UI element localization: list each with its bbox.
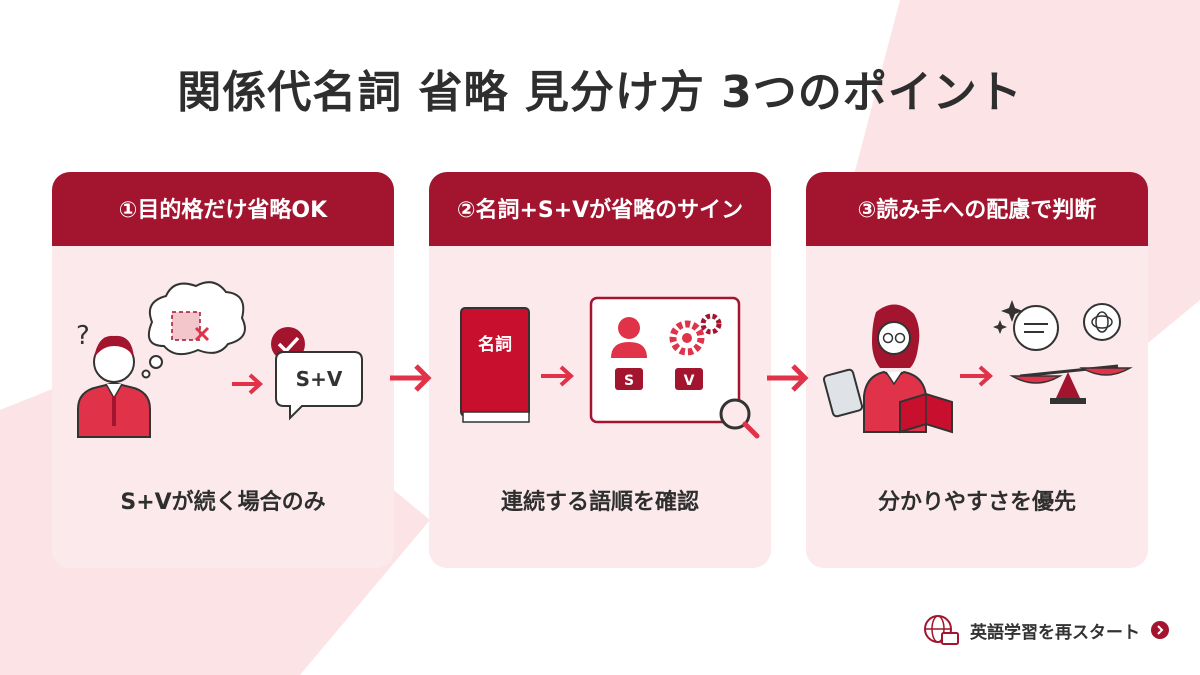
- globe-icon: [924, 615, 959, 645]
- sparkle-icon: [993, 300, 1023, 334]
- brain-icon: [1083, 303, 1121, 341]
- speech-bubble-icon: [1013, 305, 1059, 351]
- badge-s: S: [624, 373, 634, 389]
- point-card-3: ③読み手への配慮で判断: [806, 172, 1148, 568]
- arrow-right-icon: [960, 365, 993, 387]
- question-mark-icon: ?: [76, 321, 90, 351]
- card-illustration: 名詞 S V: [460, 296, 760, 439]
- page-title: 関係代名詞 省略 見分け方 3つのポイント: [177, 67, 1023, 118]
- card-caption: 連続する語順を確認: [500, 490, 699, 515]
- person-icon: [77, 335, 151, 438]
- card-caption: 分かりやすさを優先: [877, 490, 1076, 515]
- magnifier-icon: [719, 398, 760, 439]
- book-icon: [899, 392, 953, 434]
- person-icon: S: [611, 317, 647, 390]
- tablet-icon: [822, 368, 864, 418]
- balance-scale-icon: [1009, 364, 1133, 404]
- book-icon: 名詞: [460, 307, 530, 423]
- point-card-1: ①目的格だけ省略OK ?: [52, 172, 394, 568]
- card-header: ②名詞+S+Vが省略のサイン: [429, 172, 771, 246]
- card-caption: S+Vが続く場合のみ: [120, 490, 326, 515]
- point-card-2: ②名詞+S+Vが省略のサイン 名詞 S V: [429, 172, 771, 568]
- arrow-right-icon: [767, 364, 809, 392]
- speech-bubble-icon: S+V: [275, 351, 363, 421]
- footer-label: 英語学習を再スタート: [970, 622, 1140, 643]
- gear-icon: V: [669, 313, 722, 390]
- card-header: ①目的格だけ省略OK: [52, 172, 394, 246]
- thought-bubble-icon: [141, 281, 246, 379]
- card-header: ③読み手への配慮で判断: [806, 172, 1148, 246]
- card-illustration: ? S+V: [76, 281, 363, 438]
- chevron-right-icon[interactable]: [1150, 620, 1170, 640]
- badge-v: V: [684, 373, 695, 389]
- arrow-right-icon: [232, 373, 263, 395]
- arrow-right-icon: [390, 364, 432, 392]
- restart-learning-link[interactable]: 英語学習を再スタート: [922, 613, 1170, 647]
- book-label: 名詞: [478, 334, 512, 355]
- arrow-right-icon: [541, 365, 574, 387]
- bubble-text: S+V: [296, 367, 343, 391]
- card-illustration: [822, 300, 1133, 434]
